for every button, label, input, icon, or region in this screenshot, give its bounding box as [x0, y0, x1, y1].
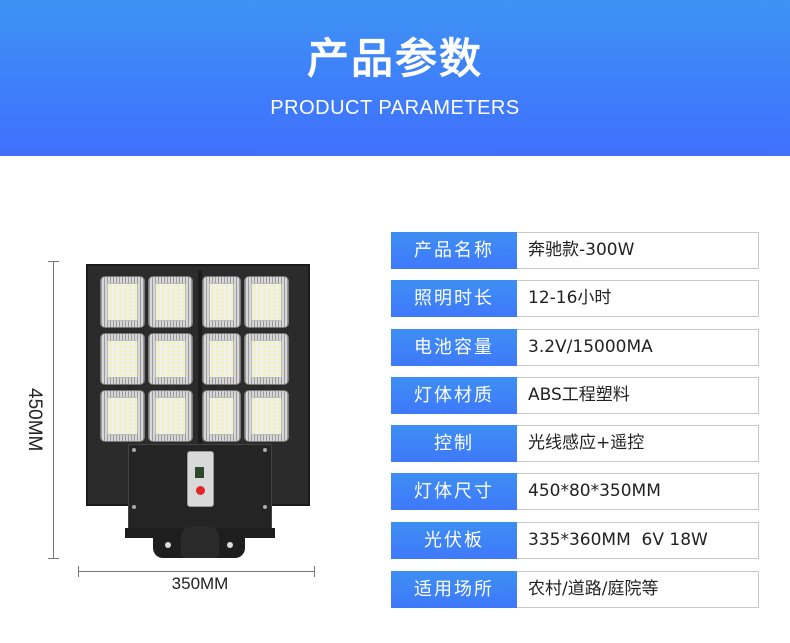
spec-row: 产品名称 奔驰款-300W [391, 232, 759, 269]
spec-value: 450*80*350MM [517, 473, 759, 510]
height-dimension-label: 450MM [24, 388, 45, 452]
page-subtitle: PRODUCT PARAMETERS [270, 97, 520, 119]
bolt-icon [227, 542, 233, 548]
spec-label: 灯体尺寸 [391, 473, 517, 510]
led-module [244, 390, 289, 442]
remote-receiver-panel [187, 451, 214, 507]
led-module [202, 276, 241, 328]
spec-row: 电池容量 3.2V/15000MA [391, 329, 759, 366]
spec-row: 适用场所 农村/道路/庭院等 [391, 571, 759, 608]
lamp-center-divider [198, 270, 202, 446]
spec-value: ABS工程塑料 [517, 377, 759, 414]
led-module [100, 333, 145, 385]
width-dimension-tick-right [314, 566, 315, 577]
spec-row: 光伏板 335*360MM 6V 18W [391, 522, 759, 559]
width-dimension-tick-left [78, 566, 79, 577]
led-module [148, 390, 193, 442]
display-screen [195, 467, 204, 478]
page-title: 产品参数 [306, 34, 483, 83]
spec-label: 灯体材质 [391, 377, 517, 414]
spec-value: 3.2V/15000MA [517, 329, 759, 366]
height-dimension-tick-top [48, 261, 59, 262]
spec-value: 12-16小时 [517, 280, 759, 317]
spec-label: 适用场所 [391, 571, 517, 608]
led-module [202, 333, 241, 385]
spec-value: 光线感应+遥控 [517, 425, 759, 462]
led-module [100, 276, 145, 328]
screw-icon [132, 505, 136, 509]
spec-row: 灯体材质 ABS工程塑料 [391, 377, 759, 414]
header-banner: 产品参数 PRODUCT PARAMETERS [0, 0, 790, 156]
spec-label: 光伏板 [391, 522, 517, 559]
screw-icon [263, 505, 267, 509]
screw-icon [132, 448, 136, 452]
spec-row: 控制 光线感应+遥控 [391, 425, 759, 462]
spec-row: 灯体尺寸 450*80*350MM [391, 473, 759, 510]
screw-icon [263, 448, 267, 452]
spec-label: 控制 [391, 425, 517, 462]
height-dimension-tick-bottom [48, 558, 59, 559]
led-module [244, 333, 289, 385]
spec-value: 335*360MM 6V 18W [517, 522, 759, 559]
spec-label: 产品名称 [391, 232, 517, 269]
width-dimension-line [78, 571, 315, 572]
led-module [244, 276, 289, 328]
spec-value: 农村/道路/庭院等 [517, 571, 759, 608]
lamp-body [86, 264, 310, 506]
spec-label: 照明时长 [391, 280, 517, 317]
width-dimension-label: 350MM [171, 574, 229, 593]
led-module [148, 276, 193, 328]
led-module-grid [100, 276, 300, 442]
red-button-icon [196, 486, 205, 495]
spec-label: 电池容量 [391, 329, 517, 366]
height-dimension-line [53, 261, 54, 559]
spec-value: 奔驰款-300W [517, 232, 759, 269]
led-module [202, 390, 241, 442]
led-module [100, 390, 145, 442]
pole-mount [153, 526, 245, 558]
pole-clamp [181, 526, 219, 558]
control-box [128, 444, 272, 530]
spec-row: 照明时长 12-16小时 [391, 280, 759, 317]
bolt-icon [165, 542, 171, 548]
led-module [148, 333, 193, 385]
